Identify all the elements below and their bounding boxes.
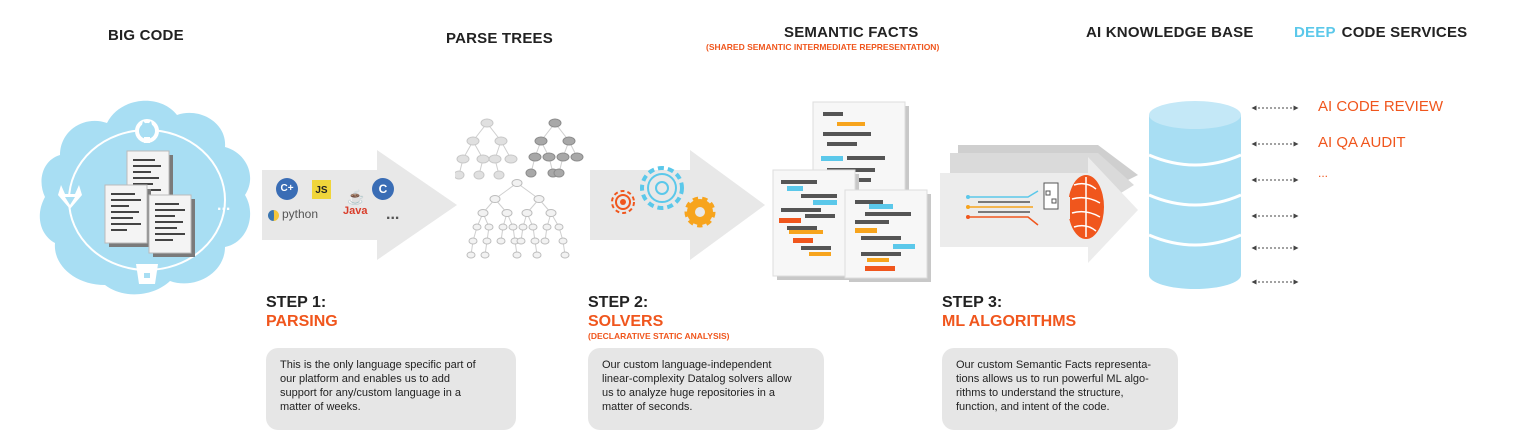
java-cup-icon: ☕ [347, 189, 365, 205]
service-ai-qa-audit[interactable]: AI QA AUDIT [1318, 134, 1406, 151]
service-ai-code-review[interactable]: AI CODE REVIEW [1318, 98, 1444, 115]
step3-name: ML ALGORITHMS [942, 313, 1077, 330]
ml-algorithms-arrow [940, 145, 1138, 263]
python-icon [268, 210, 279, 221]
bitbucket-icon [136, 264, 158, 284]
knowledge-base-database-icon [1148, 101, 1242, 289]
gitlab-icon [58, 185, 82, 209]
step1-label: STEP 1: [266, 294, 327, 311]
java-label: Java [343, 205, 368, 217]
python-label: python [282, 207, 319, 221]
step3-description: Our custom Semantic Facts representa- ti… [942, 348, 1178, 430]
semantic-facts-documents [772, 101, 931, 282]
gear-icon-orange-small [611, 190, 635, 214]
header-semantic-facts-subtitle: (SHARED SEMANTIC INTERMEDIATE REPRESENTA… [706, 42, 940, 52]
chip-icon [1043, 182, 1059, 210]
service-more: ... [1318, 166, 1329, 180]
cpp-icon: C+ [276, 178, 298, 200]
services-label: SERVICES [1390, 24, 1468, 41]
header-semantic-facts: SEMANTIC FACTS [784, 24, 919, 41]
step2-description: Our custom language-independent linear-c… [588, 348, 824, 430]
step2-subtitle: (DECLARATIVE STATIC ANALYSIS) [588, 331, 730, 341]
service-connectors [1251, 105, 1299, 285]
big-code-cloud: ... [39, 100, 251, 295]
circuit-lines [966, 190, 1039, 226]
parsing-arrow [262, 150, 457, 260]
header-ai-knowledge-base: AI KNOWLEDGE BASE [1086, 24, 1254, 41]
more-languages-dots: ... [386, 206, 400, 223]
github-icon [135, 119, 159, 143]
step1-description: This is the only language specific part … [266, 348, 516, 430]
code-documents-icon [104, 150, 195, 257]
parse-trees-illustration [455, 118, 584, 259]
brain-icon [1060, 175, 1104, 239]
deepcode-logo-deep: DEEP [1294, 24, 1336, 41]
gear-icon-blue [640, 166, 684, 210]
javascript-icon: JS [312, 180, 331, 199]
c-icon: C [372, 178, 394, 200]
header-big-code: BIG CODE [108, 27, 184, 44]
step2-label: STEP 2: [588, 294, 649, 311]
solvers-arrow [590, 150, 765, 260]
deepcode-logo-code: CODE [1341, 24, 1386, 41]
header-parse-trees: PARSE TREES [446, 30, 553, 47]
header-deepcode-services: DEEP CODE SERVICES [1294, 24, 1467, 41]
gear-icon-orange-large [684, 196, 716, 228]
step2-name: SOLVERS [588, 313, 664, 330]
cloud-more-dots: ... [217, 197, 230, 214]
step1-name: PARSING [266, 313, 338, 330]
step3-label: STEP 3: [942, 294, 1003, 311]
